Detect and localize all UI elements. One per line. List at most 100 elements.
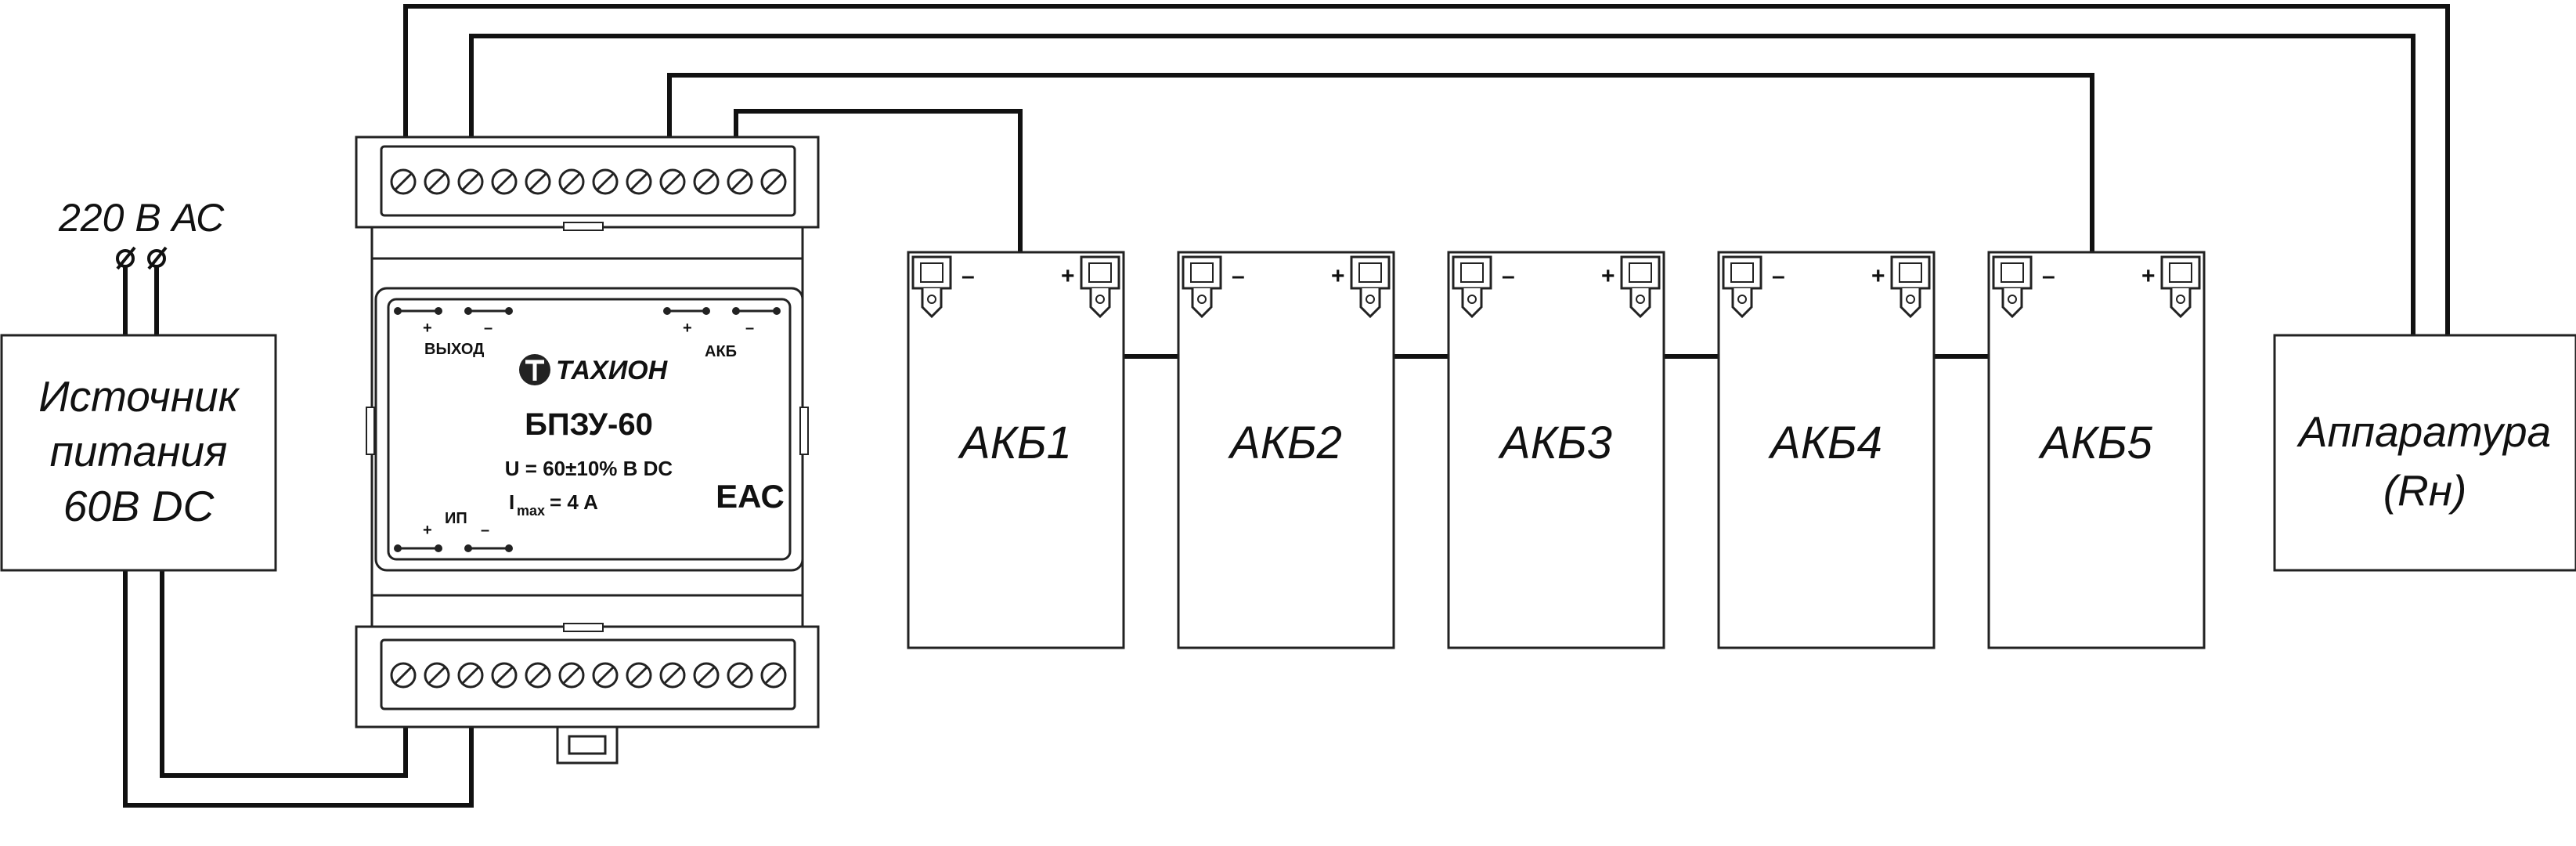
- charger-module: + – ВЫХОД + – АКБ + – ИП: [355, 136, 820, 765]
- top-terminal-screw: [626, 168, 652, 195]
- top-terminal-screw: [659, 168, 686, 195]
- battery-plus-terminal: [1080, 255, 1120, 319]
- battery-plus-terminal: [2160, 255, 2201, 319]
- top-terminal-screw: [727, 168, 753, 195]
- top-terminal-screw: [525, 168, 551, 195]
- module-current-value: = 4 A: [550, 490, 598, 514]
- brand-name: ТАХИОН: [556, 356, 669, 385]
- battery-plus-terminal: [1620, 255, 1661, 319]
- bottom-terminal-screw: [592, 662, 619, 689]
- bottom-terminal-screw: [558, 662, 585, 689]
- battery-plus-label: +: [1331, 263, 1345, 289]
- ac-voltage-label: 220 В АС: [58, 196, 225, 240]
- wire-akb-plus: [667, 73, 2181, 359]
- panel-input-minus: –: [481, 522, 489, 539]
- panel-input-plus: +: [423, 522, 432, 539]
- bottom-terminal-screw: [424, 662, 450, 689]
- battery-label: АКБ4: [1768, 418, 1882, 468]
- battery-plus-label: +: [1601, 263, 1615, 289]
- bottom-terminal-screw: [659, 662, 686, 689]
- battery-body: [1447, 251, 1665, 649]
- eac-mark: ЕАС: [716, 478, 785, 515]
- bottom-terminal-screw: [626, 662, 652, 689]
- wire-output-plus: [403, 4, 2450, 335]
- battery-body: [1177, 251, 1395, 649]
- top-terminal-block: [380, 145, 796, 217]
- panel-output-minus: –: [484, 320, 492, 337]
- top-terminal-screw: [558, 168, 585, 195]
- brand-logo: ТАХИОН: [519, 354, 669, 385]
- battery-minus-label: –: [1772, 263, 1785, 289]
- battery: –+АКБ2: [1177, 251, 1395, 649]
- battery-label: АКБ5: [2038, 418, 2153, 468]
- bottom-terminal-screw: [525, 662, 551, 689]
- battery-group: –+АКБ1–+АКБ2–+АКБ3–+АКБ4–+АКБ5: [907, 251, 2206, 649]
- battery-plus-label: +: [2141, 263, 2156, 289]
- bottom-terminal-screw: [491, 662, 518, 689]
- battery-body: [1987, 251, 2206, 649]
- power-source-line-1: Источник: [38, 372, 240, 421]
- battery-body: [1717, 251, 1936, 649]
- top-terminal-screw: [760, 168, 787, 195]
- power-source-line-3: 60В DC: [63, 482, 215, 530]
- front-panel: + – ВЫХОД + – АКБ + – ИП: [366, 287, 809, 572]
- panel-output-label: ВЫХОД: [424, 341, 484, 358]
- battery-minus-label: –: [1232, 263, 1245, 289]
- top-terminal-screw: [390, 168, 417, 195]
- ac-terminal-2: [147, 246, 168, 270]
- top-terminal-screw: [592, 168, 619, 195]
- module-current: I max = 4 A: [509, 490, 598, 519]
- battery: – + АКБ5: [1987, 251, 2206, 649]
- bottom-terminal-screw: [760, 662, 787, 689]
- bottom-terminal-screw: [390, 662, 417, 689]
- power-source: Источник питания 60В DC: [0, 334, 277, 572]
- wire-input-plus: [123, 570, 474, 808]
- module-current-sub: max: [517, 503, 545, 519]
- battery-minus-terminal: [1722, 255, 1762, 319]
- battery-plus-label: +: [1061, 263, 1075, 289]
- module-model: БПЗУ-60: [525, 407, 653, 442]
- battery-minus-terminal: [911, 255, 952, 319]
- power-source-box: [0, 334, 277, 572]
- battery-plus-label: +: [1871, 263, 1885, 289]
- top-terminal-screw: [424, 168, 450, 195]
- battery-label: АКБ3: [1498, 418, 1612, 468]
- battery-minus-label: –: [1502, 263, 1515, 289]
- ac-terminal-1: [116, 246, 136, 270]
- module-voltage: U = 60±10% B DC: [505, 457, 673, 480]
- panel-output-terminals: + – ВЫХОД: [394, 307, 513, 358]
- power-source-line-2: питания: [50, 427, 228, 475]
- battery: – + АКБ3: [1447, 251, 1665, 649]
- wire-input-minus: [160, 570, 408, 778]
- battery: – + АКБ4: [1717, 251, 1936, 649]
- top-terminal-screw: [457, 168, 484, 195]
- load-equipment: Аппаратура (Rн): [2273, 334, 2576, 572]
- battery-body: [907, 251, 1125, 649]
- panel-battery-plus: +: [683, 320, 692, 337]
- top-terminal-screw: [491, 168, 518, 195]
- battery-plus-terminal: [1350, 255, 1391, 319]
- bottom-terminal-screw: [727, 662, 753, 689]
- battery-minus-terminal: [1992, 255, 2033, 319]
- top-terminal-screw: [693, 168, 720, 195]
- panel-battery-label: АКБ: [705, 343, 737, 360]
- panel-input-terminals: + – ИП: [394, 510, 513, 552]
- bottom-terminal-screw: [457, 662, 484, 689]
- panel-output-plus: +: [423, 320, 432, 337]
- ac-terminals: 220 В АС: [58, 196, 225, 270]
- panel-input-label: ИП: [445, 510, 467, 527]
- bottom-terminal-block: [380, 638, 796, 710]
- battery-plus-terminal: [1890, 255, 1931, 319]
- wire-output-minus: [469, 34, 2415, 335]
- battery-minus-terminal: [1182, 255, 1222, 319]
- load-label-line-2: (Rн): [2383, 466, 2467, 515]
- battery-label: АКБ1: [958, 418, 1072, 468]
- battery-minus-label: –: [961, 263, 975, 289]
- battery-minus-terminal: [1452, 255, 1492, 319]
- panel-battery-minus: –: [745, 320, 754, 337]
- bottom-terminal-screw: [693, 662, 720, 689]
- battery-minus-label: –: [2042, 263, 2055, 289]
- battery: – + АКБ1: [907, 251, 1125, 649]
- panel-battery-terminals: + – АКБ: [663, 307, 781, 360]
